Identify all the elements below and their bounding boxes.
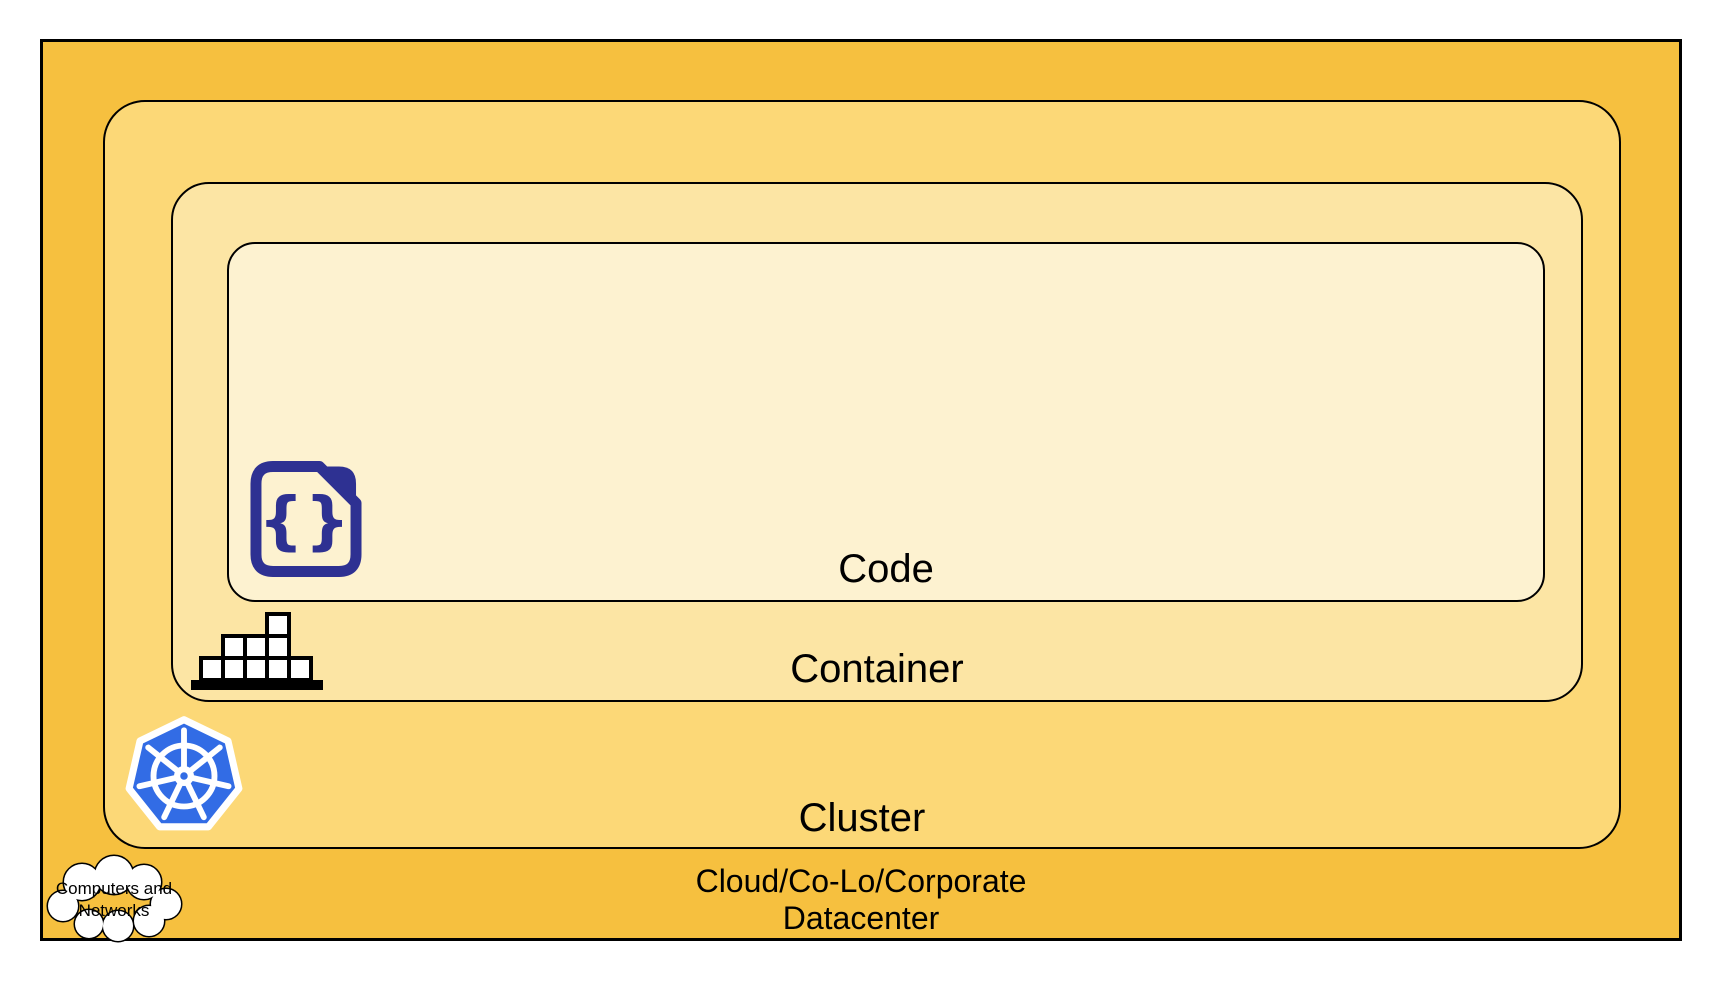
cluster-label: Cluster — [798, 796, 926, 840]
code-file-icon: {} — [250, 461, 362, 577]
datacenter-label: Cloud/Co-Lo/Corporate Datacenter — [43, 863, 1679, 937]
document-outline — [250, 461, 362, 577]
layer-code: {} Code — [227, 242, 1545, 602]
pallet-bar — [191, 680, 323, 690]
layer-cluster: {} Code — [103, 100, 1621, 849]
container-label: Container — [790, 647, 964, 691]
cloud-label-line1: Computers and — [56, 879, 172, 898]
datacenter-label-line2: Datacenter — [782, 899, 940, 936]
layer-datacenter: {} Code — [40, 39, 1682, 943]
folded-corner — [319, 466, 357, 504]
cloud-label-line2: Networks — [79, 901, 150, 920]
computers-networks-cloud-icon: Computers and Networks — [46, 854, 183, 943]
block — [287, 656, 313, 682]
block — [265, 612, 291, 638]
datacenter-label-line1: Cloud/Co-Lo/Corporate — [695, 862, 1027, 899]
curly-braces-glyph: {} — [258, 483, 351, 557]
hub-hole — [180, 772, 188, 780]
block-stack — [199, 612, 313, 682]
wheel-rim — [150, 742, 218, 810]
kubernetes-icon — [125, 716, 243, 831]
layer-container: {} Code — [171, 182, 1583, 702]
cloud-body — [48, 856, 181, 941]
container-blocks-icon — [191, 612, 323, 690]
code-label: Code — [838, 547, 934, 591]
